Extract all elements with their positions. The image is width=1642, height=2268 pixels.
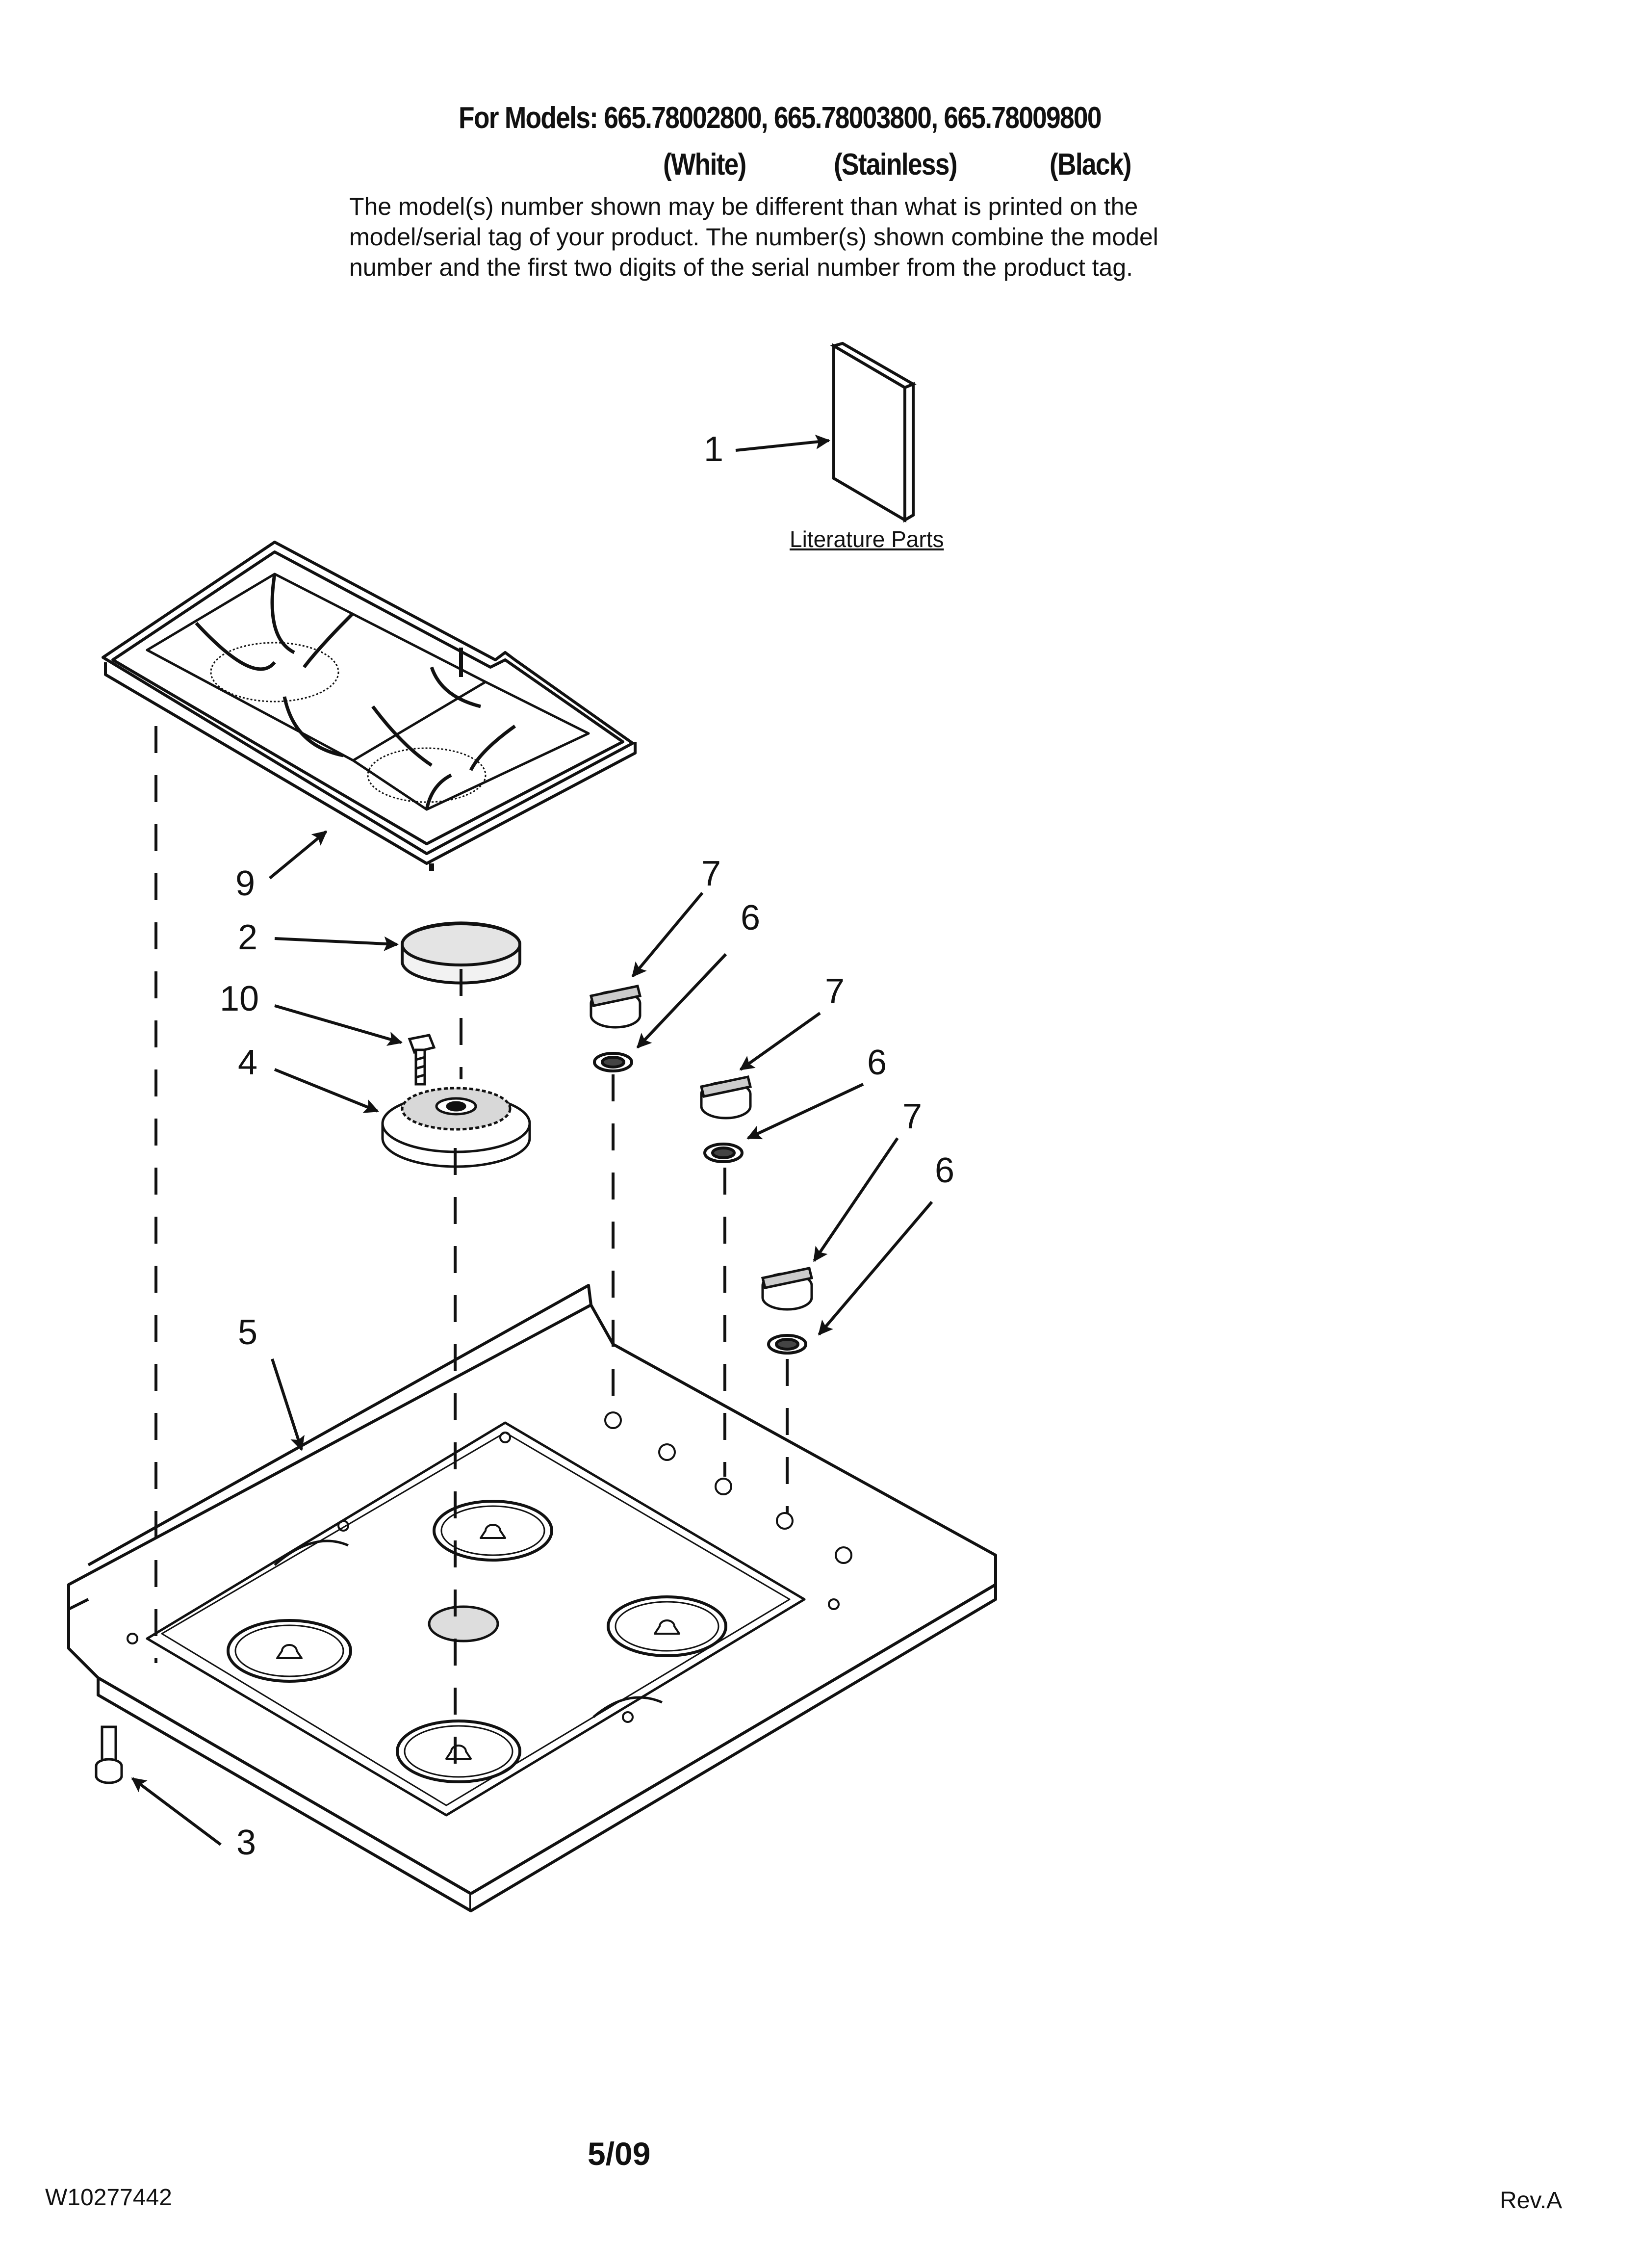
revision-date: 5/09	[588, 2136, 651, 2172]
callout-leaders	[131, 434, 933, 1846]
callout-6: 6	[935, 1151, 955, 1190]
callout-4: 4	[238, 1043, 258, 1082]
variant-black-label: (Black)	[1050, 148, 1131, 182]
callout-2: 2	[238, 918, 258, 957]
callout-7: 7	[902, 1097, 923, 1136]
model-number-disclaimer: The model(s) number shown may be differe…	[349, 191, 1330, 283]
knob-bezel	[767, 1334, 807, 1355]
variant-stainless-label: (Stainless)	[834, 148, 957, 182]
callout-6: 6	[741, 898, 761, 938]
disclaimer-line: The model(s) number shown may be differe…	[349, 193, 1138, 220]
disclaimer-line: number and the first two digits of the s…	[349, 254, 1133, 281]
literature-parts-label: Literature Parts	[790, 526, 944, 552]
control-knob	[589, 985, 642, 1029]
alignment-lines	[154, 726, 789, 1766]
variant-white-label: (White)	[663, 148, 746, 182]
disclaimer-line: model/serial tag of your product. The nu…	[349, 223, 1158, 251]
control-knob	[699, 1075, 752, 1120]
callout-9: 9	[235, 864, 256, 903]
literature-booklet	[830, 341, 917, 523]
callout-3: 3	[236, 1823, 257, 1862]
knob-bezel	[703, 1143, 744, 1163]
burner-grate	[102, 541, 637, 871]
callout-5: 5	[238, 1313, 258, 1352]
callout-6: 6	[867, 1043, 887, 1082]
models-title: For Models: 665.78002800, 665.78003800, …	[459, 101, 1102, 135]
knob-bezel	[593, 1052, 633, 1072]
callout-1: 1	[704, 430, 724, 469]
document-number: W10277442	[45, 2185, 172, 2211]
callout-7: 7	[701, 854, 721, 893]
callout-10: 10	[220, 979, 259, 1018]
cooktop-panel	[67, 1284, 997, 1912]
leveling-foot	[95, 1725, 123, 1784]
callout-7: 7	[825, 972, 845, 1011]
burner-cap	[401, 921, 521, 985]
revision-label: Rev.A	[1500, 2188, 1563, 2214]
mounting-screw	[408, 1034, 436, 1086]
control-knob	[761, 1267, 814, 1311]
